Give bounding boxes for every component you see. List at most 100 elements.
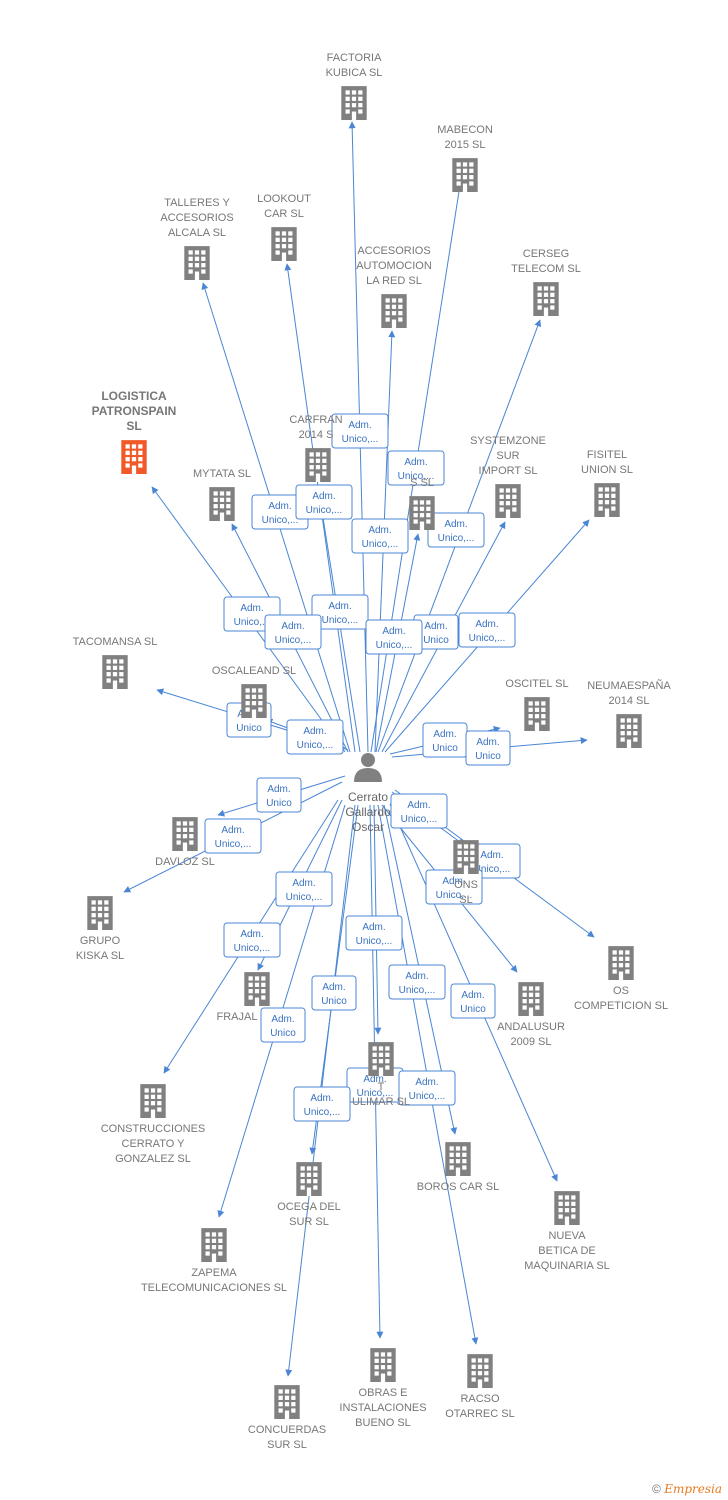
building-icon: [368, 1042, 394, 1076]
role-label-ons[interactable]: Adm.Unico,...: [390, 793, 448, 829]
role-label-carfran[interactable]: Adm.Unico,...: [311, 594, 369, 630]
role-label-s-sl[interactable]: Adm.Unico,...: [365, 619, 423, 655]
building-icon: [102, 655, 128, 689]
building-icon: [524, 697, 550, 731]
role-label-frajal[interactable]: Adm.Unico,...: [275, 871, 333, 907]
role-label-text: Unico: [270, 1028, 296, 1039]
copyright-icon: ©: [652, 1482, 661, 1496]
building-icon: [244, 972, 270, 1006]
company-name: 2009 SL: [511, 1036, 552, 1048]
role-label-text: Unico,...: [398, 471, 435, 482]
role-label-racso[interactable]: Adm.Unico,...: [398, 1070, 456, 1106]
role-label-text: Unico,...: [342, 434, 379, 445]
role-label-text: Adm.: [303, 726, 326, 737]
company-name: NUEVA: [548, 1230, 586, 1242]
role-label-text: Adm.: [382, 626, 405, 637]
role-label-cerseg[interactable]: Adm.Unico,...: [427, 512, 485, 548]
empresia-logo[interactable]: Empresia: [664, 1482, 722, 1496]
role-label-text: Adm.: [267, 784, 290, 795]
role-label-text: Unico: [236, 723, 262, 734]
role-label-text: Adm.: [368, 525, 391, 536]
company-node-frajal[interactable]: FRAJAL: [217, 972, 270, 1023]
building-icon: [370, 1348, 396, 1382]
company-name: OBRAS E: [359, 1387, 408, 1399]
role-label-text: Unico,...: [469, 633, 506, 644]
company-node-boros[interactable]: BOROS CAR SL: [417, 1142, 500, 1193]
role-label-andalusur[interactable]: Adm.Unico,...: [425, 869, 483, 905]
role-label-mabecon[interactable]: Adm.Unico,...: [387, 450, 445, 486]
company-name: KUBICA SL: [326, 67, 383, 79]
company-name: MYTATA SL: [193, 468, 251, 480]
role-label-text: Adm.: [221, 825, 244, 836]
role-label-mytata[interactable]: Adm.Unico,...: [264, 614, 322, 650]
role-label-text: Adm.: [310, 1093, 333, 1104]
role-label-accesorios-red[interactable]: Adm.Unico,...: [351, 518, 409, 554]
role-label-lookout[interactable]: Adm.Unico,...: [295, 484, 353, 520]
company-node-mytata[interactable]: MYTATA SL: [193, 468, 251, 521]
company-name: LOGISTICA: [101, 389, 167, 403]
company-node-oscitel[interactable]: OSCITEL SL: [505, 678, 569, 731]
company-name: CAR SL: [264, 208, 304, 220]
company-name: UNION SL: [581, 464, 633, 476]
company-name: INSTALACIONES: [339, 1402, 426, 1414]
company-name: 2014 SL: [609, 695, 650, 707]
role-label-neumaespana[interactable]: Adm.Unico: [465, 730, 511, 766]
building-icon: [445, 1142, 471, 1176]
role-label-oscitel[interactable]: Adm.Unico: [422, 722, 468, 758]
company-name: GONZALEZ SL: [115, 1153, 191, 1165]
role-label-fisitel[interactable]: Adm.Unico,...: [458, 612, 516, 648]
role-label-davloz[interactable]: Adm.Unico: [256, 777, 302, 813]
role-label-text: Adm.: [424, 621, 447, 632]
role-label-construcciones[interactable]: Adm.Unico,...: [223, 922, 281, 958]
role-label-oscaleand[interactable]: Adm.Unico,...: [286, 719, 344, 755]
company-name: CONCUERDAS: [248, 1424, 326, 1436]
role-label-nueva-betica[interactable]: Adm.Unico: [450, 983, 496, 1019]
role-label-zapema[interactable]: Adm.Unico: [260, 1007, 306, 1043]
role-label-text: Unico,...: [357, 1088, 394, 1099]
company-node-davloz[interactable]: DAVLOZ SL: [155, 817, 215, 868]
role-label-talleres[interactable]: Adm.Unico,...: [251, 494, 309, 530]
company-node-s-sl[interactable]: S SL: [409, 477, 435, 530]
role-label-tulimar[interactable]: Adm.Unico,...: [345, 915, 403, 951]
company-node-tacomansa[interactable]: TACOMANSA SL: [73, 636, 158, 689]
role-label-grupo-kiska[interactable]: Adm.Unico,...: [204, 818, 262, 854]
role-label-concuerdas[interactable]: Adm.Unico,...: [293, 1086, 351, 1122]
footer: © Empresia: [652, 1482, 722, 1496]
company-name: 2014 S: [299, 429, 334, 441]
role-label-ocega[interactable]: Adm.Unico: [311, 975, 357, 1011]
role-label-factoria-kubica[interactable]: Adm.Unico,...: [331, 413, 389, 449]
company-name: S SL: [410, 477, 434, 489]
role-label-boros[interactable]: Adm.Unico,...: [388, 964, 446, 1000]
company-node-oscaleand[interactable]: OSCALEAND SL: [212, 665, 296, 718]
building-icon: [381, 294, 407, 328]
company-name: KISKA SL: [76, 950, 124, 962]
company-name: T: [378, 1081, 385, 1093]
building-icon: [341, 86, 367, 120]
company-name: BETICA DE: [538, 1245, 595, 1257]
